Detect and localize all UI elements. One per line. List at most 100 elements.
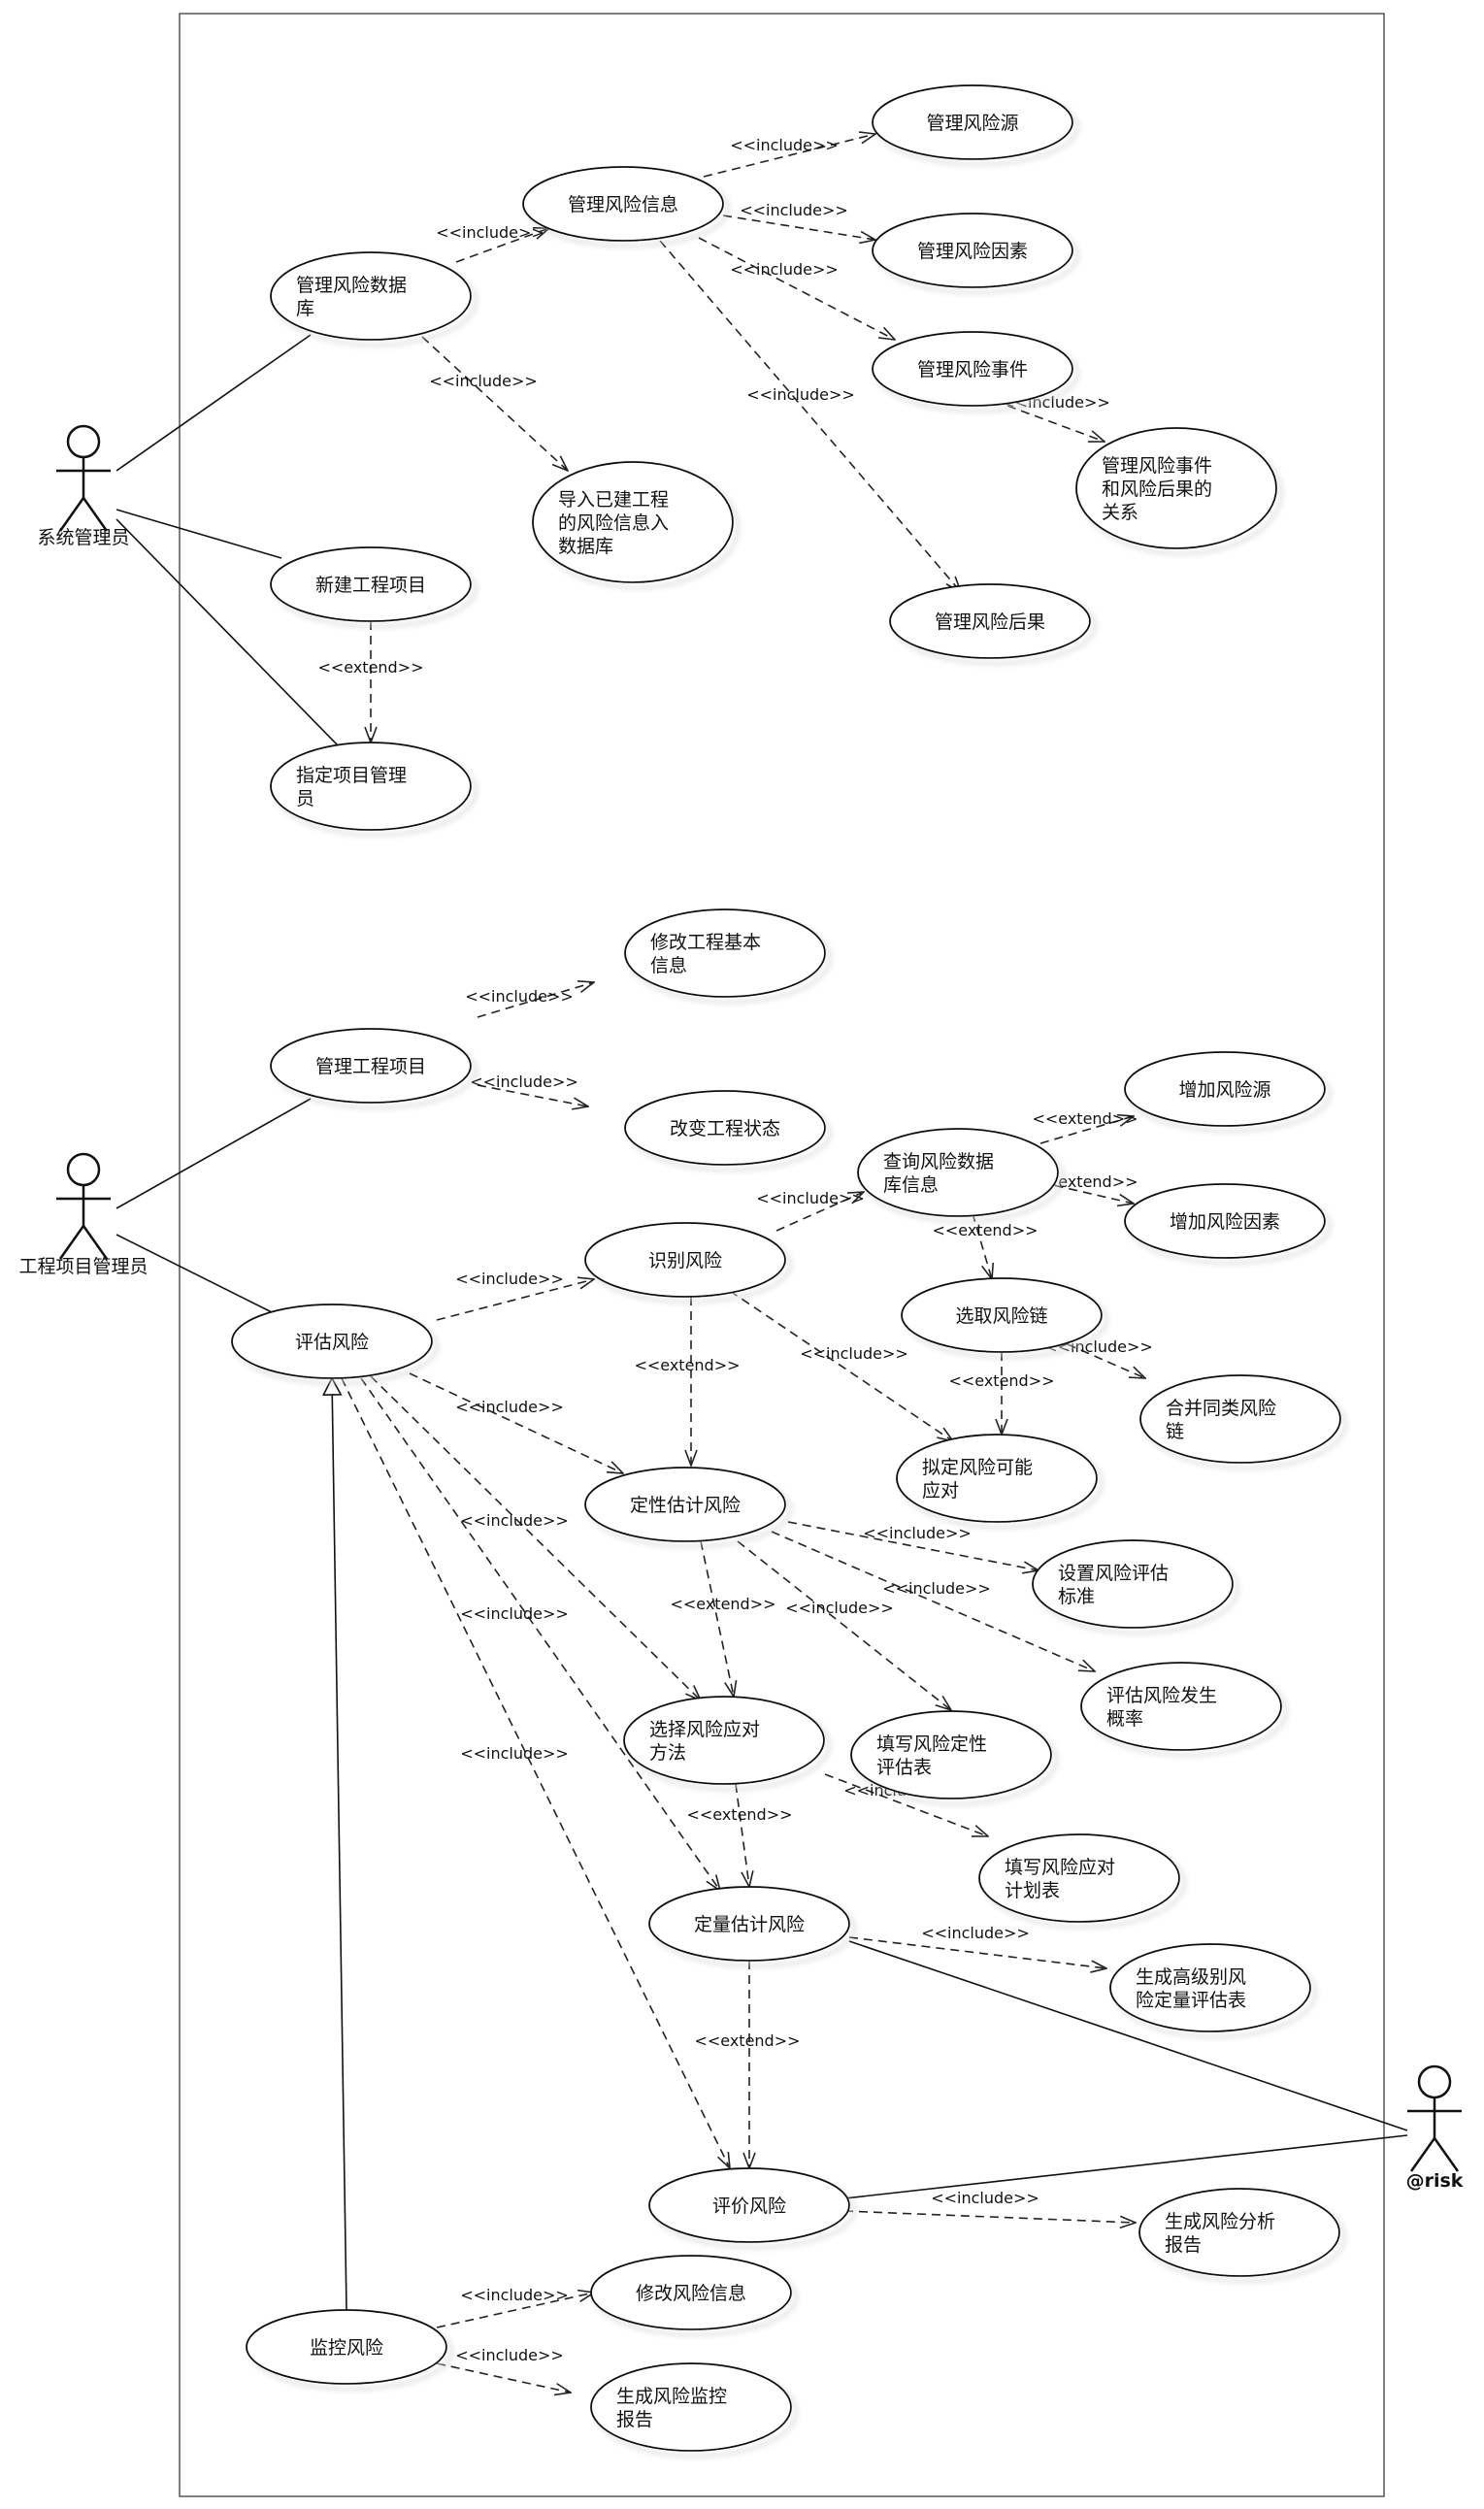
actor-sysadmin[interactable]: 系统管理员 — [37, 424, 130, 548]
use-case-change_status[interactable]: 改变工程状态 — [624, 1090, 826, 1166]
actor-risk[interactable]: @risk — [1406, 2064, 1464, 2192]
stereotype-label: <<extend>> — [694, 2031, 800, 2050]
use-case-label: 评价风险 — [712, 2195, 786, 2217]
actor-right-leg — [1433, 2137, 1460, 2172]
dependency-monitor-gen_monitor_report — [436, 2362, 571, 2393]
use-case-ellipse — [270, 1028, 472, 1104]
use-case-ellipse — [623, 1696, 825, 1785]
actor-right-leg — [82, 1225, 109, 1260]
use-case-add_factor[interactable]: 增加风险因素 — [1124, 1183, 1326, 1259]
use-case-label: 管理风险信息 — [568, 194, 678, 215]
actor-right-leg — [82, 497, 109, 532]
stereotype-label: <<include>> — [785, 1599, 894, 1617]
dependency-assess-quantitative — [360, 1377, 720, 1891]
use-case-label: 管理工程项目 — [315, 1056, 426, 1077]
stereotype-label: <<extend>> — [1032, 1109, 1138, 1128]
use-case-label: 管理风险源 — [926, 113, 1018, 134]
use-case-label: 管理风险事件 — [1102, 455, 1212, 477]
dependency-manage_info-risk_factor — [722, 215, 875, 240]
use-case-ellipse — [889, 583, 1091, 659]
use-case-ellipse — [270, 546, 472, 622]
use-case-label: 合并同类风险 — [1166, 1398, 1276, 1419]
use-case-ellipse — [978, 1833, 1180, 1923]
use-case-label: 指定项目管理 — [296, 765, 407, 786]
stereotype-label: <<include>> — [756, 1189, 865, 1207]
use-case-modify_risk[interactable]: 修改风险信息 — [590, 2255, 792, 2330]
use-case-ellipse — [1032, 1539, 1234, 1629]
use-case-evaluate[interactable]: 评价风险 — [648, 2167, 850, 2243]
association-pm-assess — [115, 1234, 273, 1313]
use-case-qualitative[interactable]: 定性估计风险 — [584, 1467, 786, 1542]
use-case-ellipse — [1080, 1662, 1282, 1751]
system-boundary — [179, 13, 1385, 2497]
use-case-label: 定性估计风险 — [630, 1495, 741, 1516]
use-case-select_chain[interactable]: 选取风险链 — [901, 1277, 1103, 1353]
use-case-ellipse — [624, 908, 826, 998]
dependency-manage_info-risk_source — [703, 134, 875, 178]
stereotype-label: <<include>> — [460, 1744, 569, 1763]
use-case-label: 生成高级别风 — [1136, 1966, 1246, 1988]
use-case-label: 选取风险链 — [955, 1305, 1047, 1327]
stereotype-label: <<include>> — [740, 201, 848, 219]
use-case-risk_factor[interactable]: 管理风险因素 — [872, 213, 1073, 288]
use-case-add_source[interactable]: 增加风险源 — [1124, 1051, 1326, 1127]
use-case-ellipse — [896, 1434, 1098, 1523]
use-case-label: 识别风险 — [648, 1250, 722, 1271]
stereotype-label: <<include>> — [730, 136, 839, 154]
dependency-assess-evaluate — [341, 1377, 730, 2168]
use-case-manage_project[interactable]: 管理工程项目 — [270, 1028, 472, 1104]
use-case-assess[interactable]: 评估风险 — [231, 1304, 433, 1379]
association-sysadmin-manage_db — [115, 334, 312, 472]
use-case-risk_consequence[interactable]: 管理风险后果 — [889, 583, 1091, 659]
stereotype-label: <<include>> — [460, 1604, 569, 1623]
use-case-ellipse — [1124, 1051, 1326, 1127]
stereotype-label: <<extend>> — [1032, 1172, 1138, 1191]
stereotype-label: <<include>> — [746, 385, 855, 404]
use-case-ellipse — [1138, 2188, 1340, 2277]
dependency-manage_db-manage_info — [455, 228, 549, 263]
association-risk-quantitative — [848, 1940, 1408, 2131]
use-case-risk_event[interactable]: 管理风险事件 — [872, 331, 1073, 407]
use-case-ellipse — [584, 1222, 786, 1298]
use-case-label: 评估风险发生 — [1106, 1685, 1217, 1706]
use-case-label: 数据库 — [558, 536, 613, 557]
use-case-ellipse — [901, 1277, 1103, 1353]
use-case-new_project[interactable]: 新建工程项目 — [270, 546, 472, 622]
actor-pm[interactable]: 工程项目管理员 — [18, 1152, 148, 1277]
stereotype-label: <<include>> — [921, 1924, 1030, 1942]
use-case-ellipse — [231, 1304, 433, 1379]
use-case-label: 修改工程基本 — [650, 932, 761, 953]
association-sysadmin-new_project — [115, 509, 282, 559]
use-case-identify[interactable]: 识别风险 — [584, 1222, 786, 1298]
use-case-ellipse — [246, 2309, 447, 2385]
actor-left-leg — [58, 1225, 85, 1260]
stereotype-label: <<include>> — [429, 372, 538, 390]
use-case-quantitative[interactable]: 定量估计风险 — [648, 1886, 850, 1962]
actor-head — [1417, 2064, 1452, 2099]
use-case-monitor[interactable]: 监控风险 — [246, 2309, 447, 2385]
stereotype-label: <<include>> — [436, 223, 544, 242]
use-case-label: 报告 — [616, 2409, 653, 2430]
use-case-risk_source[interactable]: 管理风险源 — [872, 84, 1073, 160]
dependency-manage_project-change_status — [477, 1084, 588, 1106]
use-case-manage_info[interactable]: 管理风险信息 — [522, 166, 724, 242]
use-case-label: 导入已建工程 — [558, 489, 669, 511]
use-case-label: 设置风险评估 — [1058, 1563, 1169, 1584]
